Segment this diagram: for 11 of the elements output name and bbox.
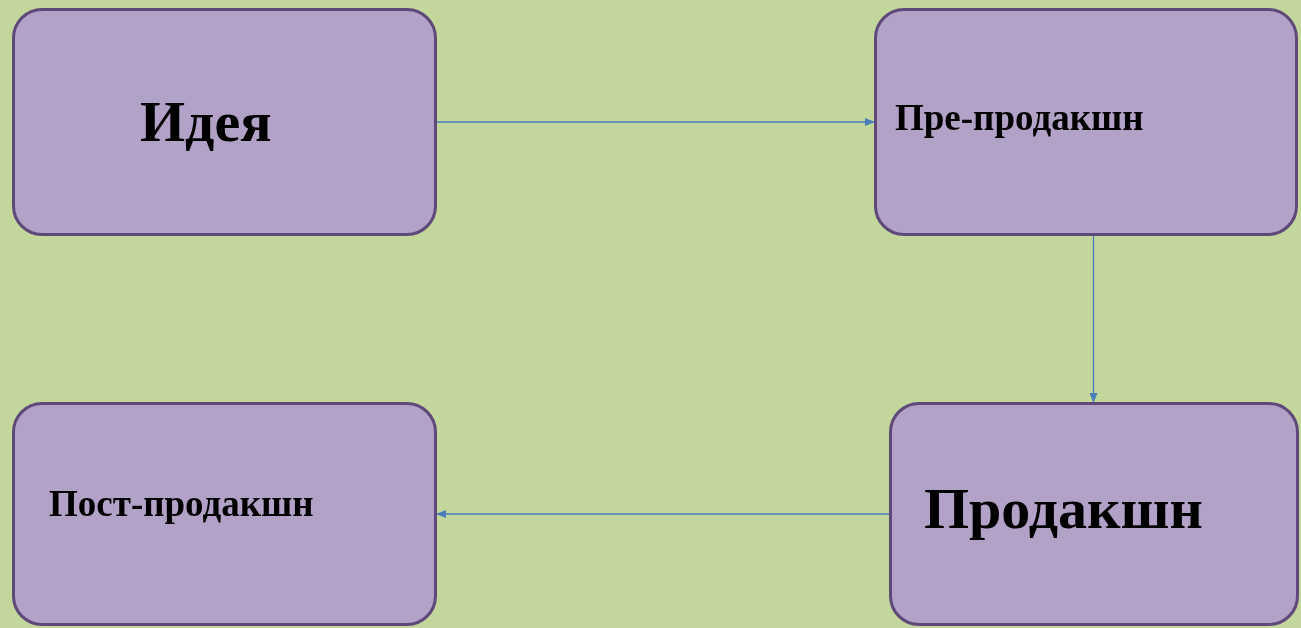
process-box	[12, 8, 437, 236]
process-box	[12, 402, 437, 626]
box-label: Идея	[140, 87, 272, 156]
process-box	[889, 402, 1299, 626]
arrow	[1089, 235, 1098, 403]
arrow	[436, 118, 875, 126]
box-label: Пост-продакшн	[49, 481, 314, 526]
arrow	[436, 510, 890, 518]
box-label: Продакшн	[924, 474, 1203, 543]
box-label: Пре-продакшн	[895, 95, 1144, 140]
process-box	[874, 8, 1298, 236]
